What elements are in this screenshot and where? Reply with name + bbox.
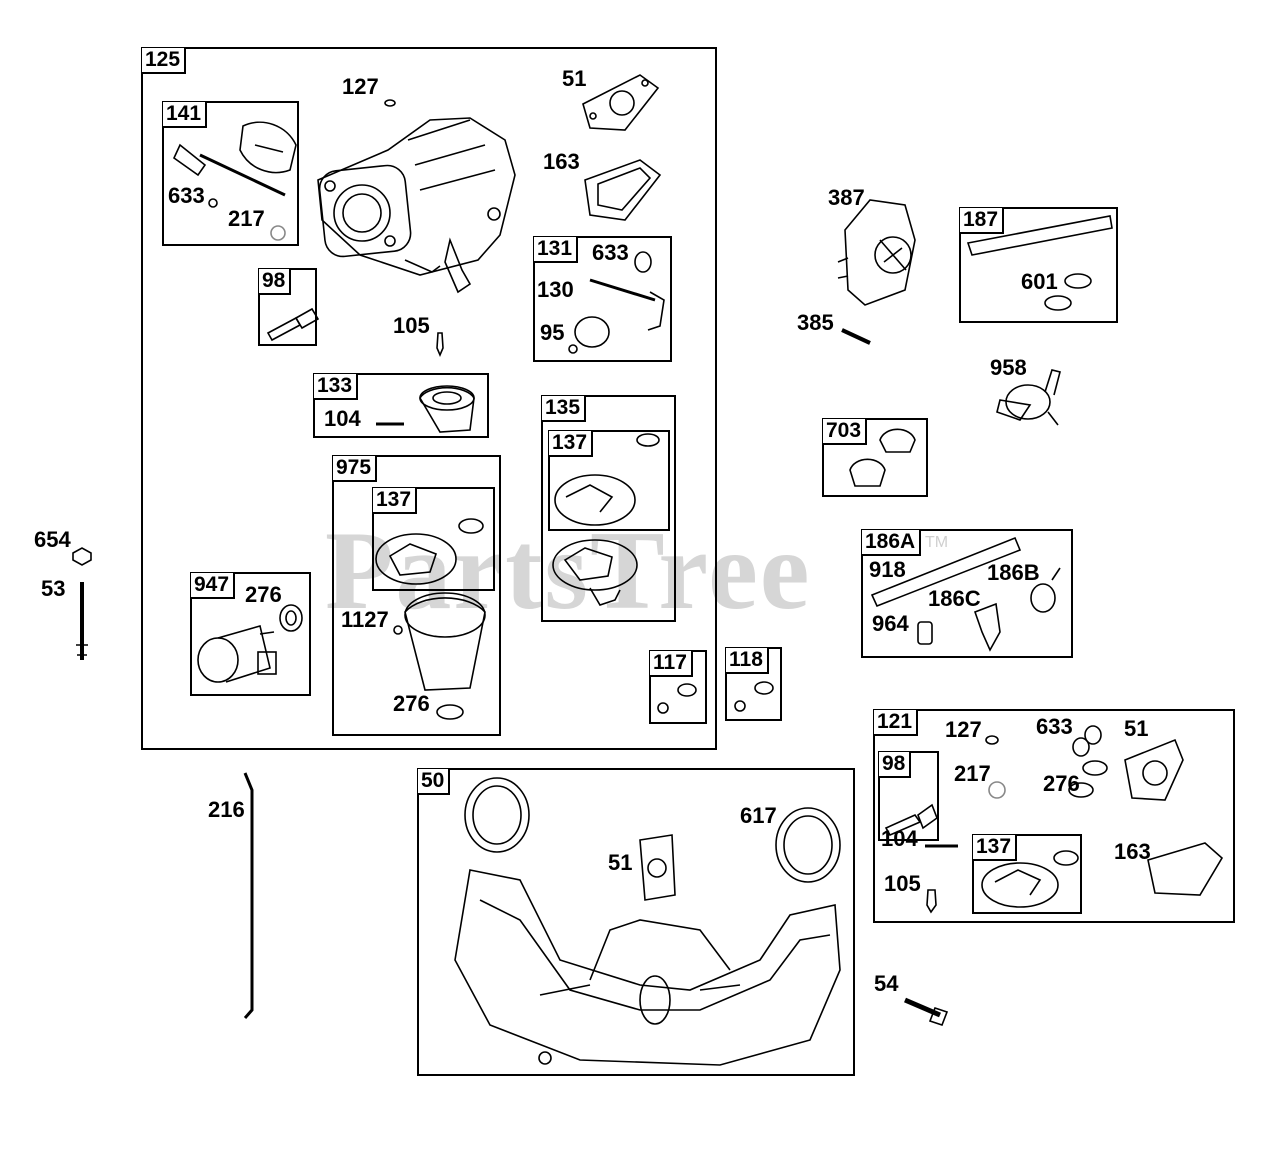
part-label-163[interactable]: 163	[543, 149, 580, 174]
box-133-frame	[313, 373, 489, 438]
part-label-127-kit[interactable]: 127	[945, 717, 982, 742]
group-box-frames	[141, 47, 1235, 1076]
part-label-654[interactable]: 654	[34, 527, 71, 552]
part-label-104-kit[interactable]: 104	[881, 826, 918, 851]
box-label-975[interactable]: 975	[333, 456, 378, 482]
float-art	[376, 385, 475, 433]
part-label-217[interactable]: 217	[228, 206, 265, 231]
part-label-186C[interactable]: 186C	[928, 586, 981, 611]
part-label-104[interactable]: 104	[324, 406, 361, 431]
box-label-125[interactable]: 125	[142, 48, 187, 74]
box-125-frame	[141, 47, 717, 750]
part-label-53[interactable]: 53	[41, 576, 66, 601]
part-label-601[interactable]: 601	[1021, 269, 1058, 294]
part-label-633[interactable]: 633	[168, 183, 205, 208]
hose-187-art	[966, 215, 1113, 311]
fuel-line-kit-art	[870, 536, 1061, 652]
clamps-art	[849, 428, 916, 487]
part-label-276[interactable]: 276	[245, 582, 282, 607]
repair-kit-art	[884, 725, 1224, 914]
part-label-964[interactable]: 964	[872, 611, 909, 636]
box-label-50[interactable]: 50	[418, 769, 451, 795]
gasket-51-art	[582, 74, 660, 131]
box-label-133[interactable]: 133	[314, 374, 359, 400]
box-50-frame	[417, 768, 855, 1076]
bolt-art	[904, 997, 941, 1018]
stud-art	[72, 547, 92, 660]
part-label-958[interactable]: 958	[990, 355, 1027, 380]
box-947-frame	[190, 572, 311, 696]
part-label-186B[interactable]: 186B	[987, 560, 1040, 585]
part-label-633-kit[interactable]: 633	[1036, 714, 1073, 739]
intake-manifold-art	[454, 777, 841, 1066]
part-label-130[interactable]: 130	[537, 277, 574, 302]
box-131-frame	[533, 236, 672, 362]
part-label-1127[interactable]: 1127	[341, 607, 389, 632]
part-label-54[interactable]: 54	[874, 971, 899, 996]
part-label-105-kit[interactable]: 105	[884, 871, 921, 896]
box-137a-frame	[548, 430, 670, 531]
gasket-163-art	[584, 159, 662, 221]
link-rod-art	[243, 772, 254, 1019]
box-141-frame	[162, 101, 299, 246]
box-975-frame	[332, 455, 501, 736]
part-label-918[interactable]: 918	[869, 557, 906, 582]
part-label-387[interactable]: 387	[828, 185, 865, 210]
part-label-385[interactable]: 385	[797, 310, 834, 335]
box-137b-frame	[372, 487, 495, 591]
box-187-frame	[959, 207, 1118, 323]
box-703-frame	[822, 418, 928, 497]
solenoid-art	[197, 604, 303, 683]
screw-spring-art	[266, 307, 320, 342]
box-label-98[interactable]: 98	[259, 269, 292, 295]
part-label-633-choke[interactable]: 633	[592, 240, 629, 265]
box-label-947[interactable]: 947	[191, 573, 236, 599]
box-label-703[interactable]: 703	[823, 419, 868, 445]
box-137c-frame	[972, 834, 1082, 914]
part-label-217-kit[interactable]: 217	[954, 761, 991, 786]
jet-screws-art	[657, 681, 774, 714]
box-121-frame	[873, 709, 1235, 923]
box-label-117[interactable]: 117	[650, 651, 693, 677]
part-label-216[interactable]: 216	[208, 797, 245, 822]
shutoff-valve-art	[996, 369, 1061, 426]
part-label-163-kit[interactable]: 163	[1114, 839, 1151, 864]
box-label-98b[interactable]: 98	[879, 752, 912, 778]
box-label-121[interactable]: 121	[874, 710, 919, 736]
box-label-118[interactable]: 118	[726, 648, 769, 674]
box-label-137b[interactable]: 137	[373, 488, 418, 514]
fuel-pump-art	[837, 199, 916, 345]
box-label-137c[interactable]: 137	[973, 835, 1018, 861]
part-label-105[interactable]: 105	[393, 313, 430, 338]
part-label-617[interactable]: 617	[740, 803, 777, 828]
gasket-kit-b-art	[375, 518, 486, 720]
part-label-95[interactable]: 95	[540, 320, 565, 345]
part-label-51-kit[interactable]: 51	[1124, 716, 1149, 741]
box-label-137a[interactable]: 137	[549, 431, 594, 457]
part-label-51-manifold[interactable]: 51	[608, 850, 633, 875]
part-label-276-kit[interactable]: 276	[1043, 771, 1080, 796]
box-186A-frame	[861, 529, 1073, 658]
box-label-135[interactable]: 135	[542, 396, 587, 422]
box-label-186A[interactable]: 186A	[862, 530, 922, 556]
part-label-276-bowl[interactable]: 276	[393, 691, 430, 716]
carburetor-body	[317, 117, 516, 294]
gasket-kit-a-art	[552, 433, 660, 606]
box-135-frame	[541, 395, 676, 622]
box-label-131[interactable]: 131	[534, 237, 579, 263]
part-label-51[interactable]: 51	[562, 66, 587, 91]
throttle-shaft-art	[172, 121, 297, 241]
box-label-187[interactable]: 187	[960, 208, 1005, 234]
part-label-127[interactable]: 127	[342, 74, 379, 99]
choke-shaft-art	[568, 251, 665, 354]
box-label-141[interactable]: 141	[163, 102, 208, 128]
